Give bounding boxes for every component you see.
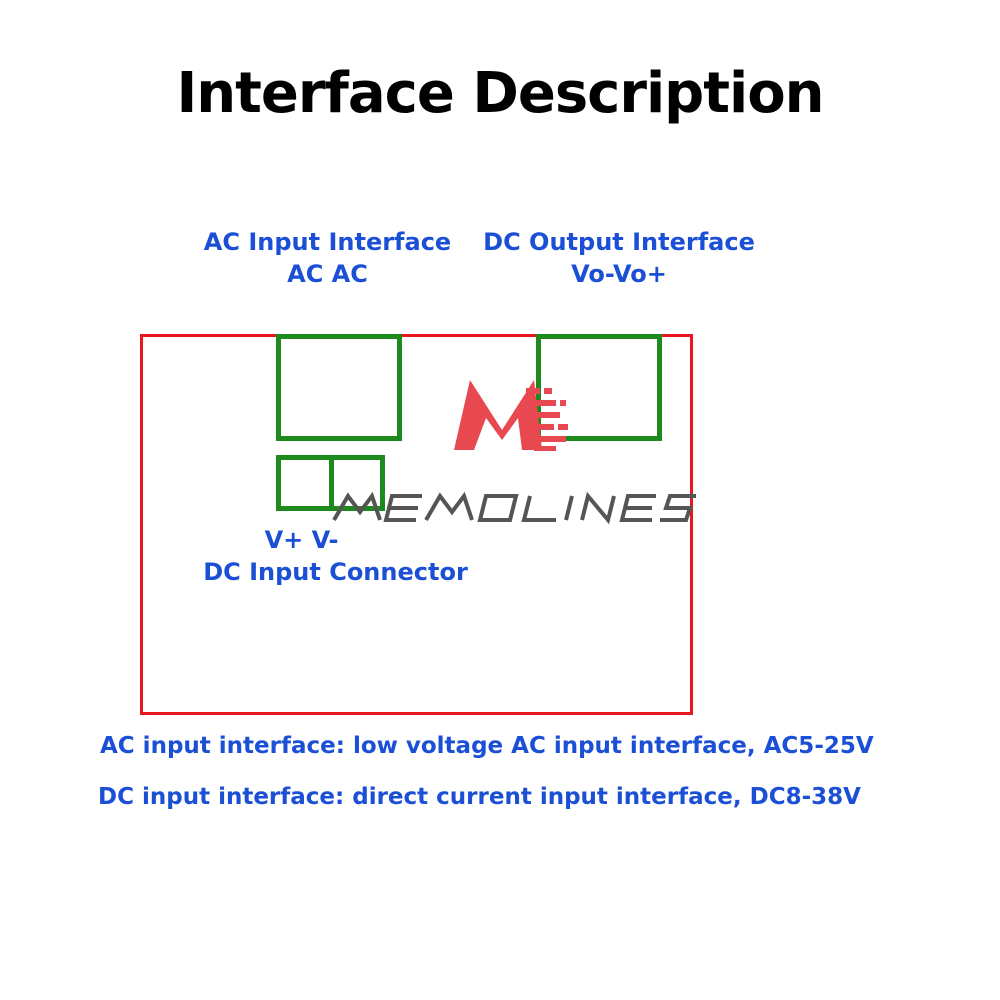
logo-stripe (530, 400, 556, 406)
ac-input-label-line2: AC AC (287, 260, 368, 288)
logo-stripe (558, 424, 568, 430)
logo-stripe (534, 446, 556, 451)
logo-stripe (560, 400, 566, 406)
board-outline (140, 334, 693, 715)
dc-output-label: DC Output Interface Vo-Vo+ (474, 230, 764, 286)
logo-m-mark (454, 380, 542, 450)
dc-input-label-line1: V+ V- (264, 526, 339, 554)
dc-input-terminal-vplus (276, 455, 334, 511)
ac-input-note: AC input interface: low voltage AC input… (100, 733, 874, 759)
dc-input-label: V+ V- DC Input Connector (198, 528, 473, 584)
logo-stripe (530, 424, 554, 430)
ac-input-terminal (276, 334, 402, 441)
logo-wordmark (332, 491, 696, 525)
page-title: Interface Description (176, 61, 824, 126)
dc-input-note: DC input interface: direct current input… (98, 784, 861, 810)
dc-output-label-line2: Vo-Vo+ (571, 260, 667, 288)
memolines-logo (332, 380, 696, 525)
dc-input-label-line2: DC Input Connector (203, 558, 468, 586)
dc-output-label-line1: DC Output Interface (483, 228, 755, 256)
logo-stripe (544, 388, 552, 394)
ac-input-label-line1: AC Input Interface (203, 228, 452, 256)
dc-output-terminal (536, 334, 662, 441)
logo-stripe (526, 412, 560, 418)
ac-input-label: AC Input Interface AC AC (195, 230, 460, 286)
logo-stripe (526, 436, 566, 442)
logo-stripe (526, 388, 540, 394)
